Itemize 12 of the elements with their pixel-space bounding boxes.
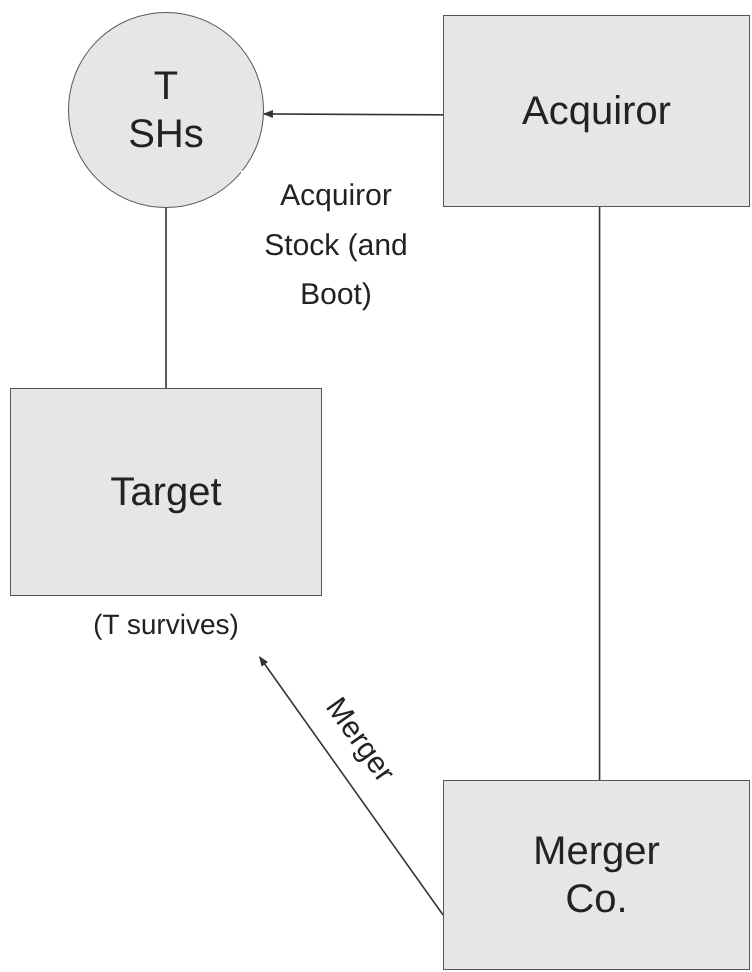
connector-line xyxy=(165,208,167,388)
entity-box xyxy=(443,780,750,970)
node-label: Target xyxy=(110,469,222,516)
node-label: Merger Co. xyxy=(532,828,661,923)
arrow xyxy=(258,656,444,916)
node-label: Acquiror xyxy=(522,88,671,135)
entity-box xyxy=(10,388,322,596)
entity-box xyxy=(443,15,750,207)
node-label: T SHs xyxy=(127,63,205,158)
node-caption: (T survives) xyxy=(93,609,239,641)
arrow xyxy=(262,110,443,118)
connector-line xyxy=(598,207,600,780)
